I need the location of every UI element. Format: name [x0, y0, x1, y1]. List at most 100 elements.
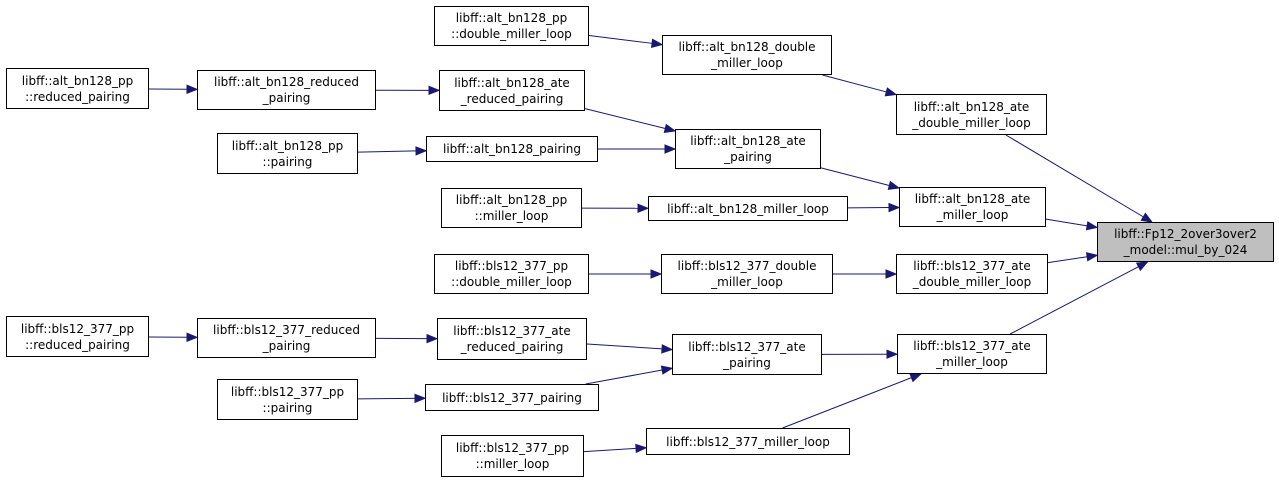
arrowhead-icon	[884, 87, 898, 97]
node-label-line: _double_miller_loop	[912, 275, 1032, 289]
node-alt-bn128-ate-double-miller-loop[interactable]: libff::alt_bn128_ate_double_miller_loop	[896, 94, 1047, 135]
node-label-line: ::miller_loop	[475, 457, 550, 471]
node-bls12-377-ate-reduced-pairing[interactable]: libff::bls12_377_ate_reduced_pairing	[437, 318, 587, 360]
node-alt-bn128-pp-miller-loop[interactable]: libff::alt_bn128_pp::miller_loop	[441, 188, 582, 228]
arrowhead-icon	[664, 144, 677, 154]
node-label-line: libff::alt_bn128_double	[678, 40, 816, 54]
node-label-line: libff::bls12_377_pp	[230, 384, 345, 399]
node-alt-bn128-ate-miller-loop[interactable]: libff::alt_bn128_ate_miller_loop	[899, 187, 1046, 227]
node-alt-bn128-pp-double-miller-loop[interactable]: libff::alt_bn128_pp::double_miller_loop	[434, 6, 589, 46]
node-label-line: ::double_miller_loop	[451, 275, 572, 289]
node-label-line: ::reduced_pairing	[25, 337, 130, 352]
arrowhead-icon	[909, 373, 923, 383]
node-bls12-377-double-miller-loop[interactable]: libff::bls12_377_double_miller_loop	[661, 254, 833, 294]
arrowhead-icon	[885, 269, 898, 279]
node-label-line: libff::bls12_377_ate	[913, 339, 1031, 353]
arrowhead-icon	[663, 123, 677, 133]
node-alt-bn128-reduced-pairing[interactable]: libff::alt_bn128_reduced_pairing	[197, 70, 376, 110]
node-bls12-377-pp-reduced-pairing[interactable]: libff::bls12_377_pp::reduced_pairing	[6, 316, 149, 357]
edge-bn_pp_pairing-to-bn_pairing	[357, 150, 417, 153]
node-alt-bn128-pp-reduced-pairing[interactable]: libff::alt_bn128_pp::reduced_pairing	[6, 68, 149, 109]
node-label-line: _miller_loop	[711, 56, 783, 70]
node-label-line: libff::bls12_377_ate	[913, 259, 1031, 273]
edge-bls_pairing-to-bls_ate_pairing	[585, 369, 663, 385]
node-label-line: _miller_loop	[936, 355, 1008, 369]
node-alt-bn128-pairing[interactable]: libff::alt_bn128_pairing	[426, 136, 598, 162]
node-label-line: libff::alt_bn128_pp	[21, 73, 134, 88]
node-label-line: libff::alt_bn128_pp	[455, 11, 568, 25]
arrowhead-icon	[1085, 221, 1099, 231]
node-label-line: _miller_loop	[711, 275, 783, 289]
edge-bls_miller-to-bls_ate_miller	[782, 377, 912, 429]
arrowhead-icon	[426, 333, 439, 344]
node-label-line: libff::bls12_377_double	[677, 259, 817, 273]
node-label-line: ::miller_loop	[474, 209, 549, 223]
edge-bls_ate_double-to-target	[1047, 256, 1088, 264]
arrowhead-icon	[888, 202, 901, 213]
node-label-line: libff::alt_bn128_miller_loop	[667, 201, 829, 216]
arrowhead-icon	[660, 365, 674, 375]
node-alt-bn128-miller-loop[interactable]: libff::alt_bn128_miller_loop	[648, 196, 848, 221]
node-label-line: libff::alt_bn128_ate	[913, 99, 1030, 114]
edge-bn_ate_double-to-target	[1005, 134, 1144, 218]
arrowhead-icon	[1135, 261, 1149, 272]
edge-bn_pp_double_miller-to-bn_double_miller	[588, 35, 653, 44]
node-label-line: libff::alt_bn128_pp	[231, 138, 344, 153]
node-label-line: libff::alt_bn128_ate	[690, 134, 806, 148]
node-alt-bn128-ate-pairing[interactable]: libff::alt_bn128_ate_pairing	[675, 129, 821, 169]
node-label-line: libff::alt_bn128_ate	[454, 75, 570, 90]
edge-bn_ate_miller-to-target	[1045, 218, 1088, 227]
node-label-line: libff::bls12_377_pp	[455, 441, 570, 455]
arrowhead-icon	[637, 203, 650, 214]
node-bls12-377-ate-miller-loop[interactable]: libff::bls12_377_ate_miller_loop	[897, 334, 1047, 374]
node-bls12-377-reduced-pairing[interactable]: libff::bls12_377_reduced_pairing	[197, 318, 376, 358]
node-label-line: libff::bls12_377_reduced	[213, 323, 360, 337]
edge-bn_ate_reduced-to-bn_ate_pairing	[584, 108, 666, 129]
node-bls12-377-pp-pairing[interactable]: libff::bls12_377_pp::pairing	[217, 379, 358, 420]
node-bls12-377-ate-pairing[interactable]: libff::bls12_377_ate_pairing	[672, 334, 822, 375]
edge-bn_ate_pairing-to-bn_ate_miller	[820, 167, 890, 186]
node-alt-bn128-double-miller-loop[interactable]: libff::alt_bn128_double_miller_loop	[662, 35, 832, 75]
node-bls12-377-ate-double-miller-loop[interactable]: libff::bls12_377_ate_double_miller_loop	[896, 254, 1048, 294]
node-label-line: ::pairing	[262, 400, 313, 415]
node-label-line: libff::bls12_377_pp	[20, 321, 135, 336]
node-label-line: _pairing	[262, 91, 311, 105]
arrowhead-icon	[650, 38, 664, 48]
arrowhead-icon	[414, 393, 427, 404]
arrowhead-icon	[1085, 252, 1099, 262]
node-label-line: _miller_loop	[936, 208, 1009, 222]
node-label-line: _model::mul_by_024	[1123, 243, 1248, 257]
node-label-line: libff::Fp12_2over3over2	[1114, 227, 1257, 241]
node-bls12-377-miller-loop[interactable]: libff::bls12_377_miller_loop	[646, 428, 850, 455]
node-label-line: libff::bls12_377_pairing	[442, 390, 582, 405]
edge-bn_double_miller-to-bn_ate_double	[822, 74, 887, 93]
node-bls12-377-pairing[interactable]: libff::bls12_377_pairing	[425, 384, 599, 411]
node-label-line: libff::alt_bn128_pairing	[443, 142, 581, 156]
node-label-line: _reduced_pairing	[460, 91, 564, 106]
node-label-line: libff::alt_bn128_reduced	[213, 75, 360, 89]
edge-bls_ate_miller-to-target	[1009, 266, 1139, 335]
arrowhead-icon	[415, 146, 428, 156]
node-label-line: ::reduced_pairing	[25, 89, 130, 104]
arrowhead-icon	[650, 269, 663, 279]
arrowhead-icon	[428, 85, 441, 96]
node-bls12-377-pp-double-miller-loop[interactable]: libff::bls12_377_pp::double_miller_loop	[434, 254, 589, 294]
arrowhead-icon	[1140, 212, 1154, 223]
node-label-line: libff::bls12_377_pp	[454, 259, 569, 273]
arrowhead-icon	[887, 180, 901, 190]
edge-bls_pp_pairing-to-bls_pairing	[357, 397, 416, 400]
node-label-line: _pairing	[723, 355, 771, 370]
node-label-line: ::double_miller_loop	[451, 27, 572, 41]
arrowhead-icon	[886, 349, 899, 359]
node-bls12-377-pp-miller-loop[interactable]: libff::bls12_377_pp::miller_loop	[441, 435, 584, 477]
node-label-line: _pairing	[262, 339, 311, 353]
node-label-line: libff::bls12_377_ate	[453, 324, 571, 338]
edge-bls_ate_reduced-to-bls_ate_pairing	[586, 343, 663, 350]
arrowhead-icon	[186, 332, 199, 343]
node-label-line: _double_miller_loop	[912, 115, 1031, 130]
edge-bls_pp_miller-to-bls_miller	[583, 447, 637, 453]
arrowhead-icon	[186, 84, 199, 95]
node-label-line: libff::bls12_377_miller_loop	[666, 434, 830, 449]
node-alt-bn128-ate-reduced-pairing[interactable]: libff::alt_bn128_ate_reduced_pairing	[439, 70, 585, 111]
node-alt-bn128-pp-pairing[interactable]: libff::alt_bn128_pp::pairing	[217, 133, 358, 174]
